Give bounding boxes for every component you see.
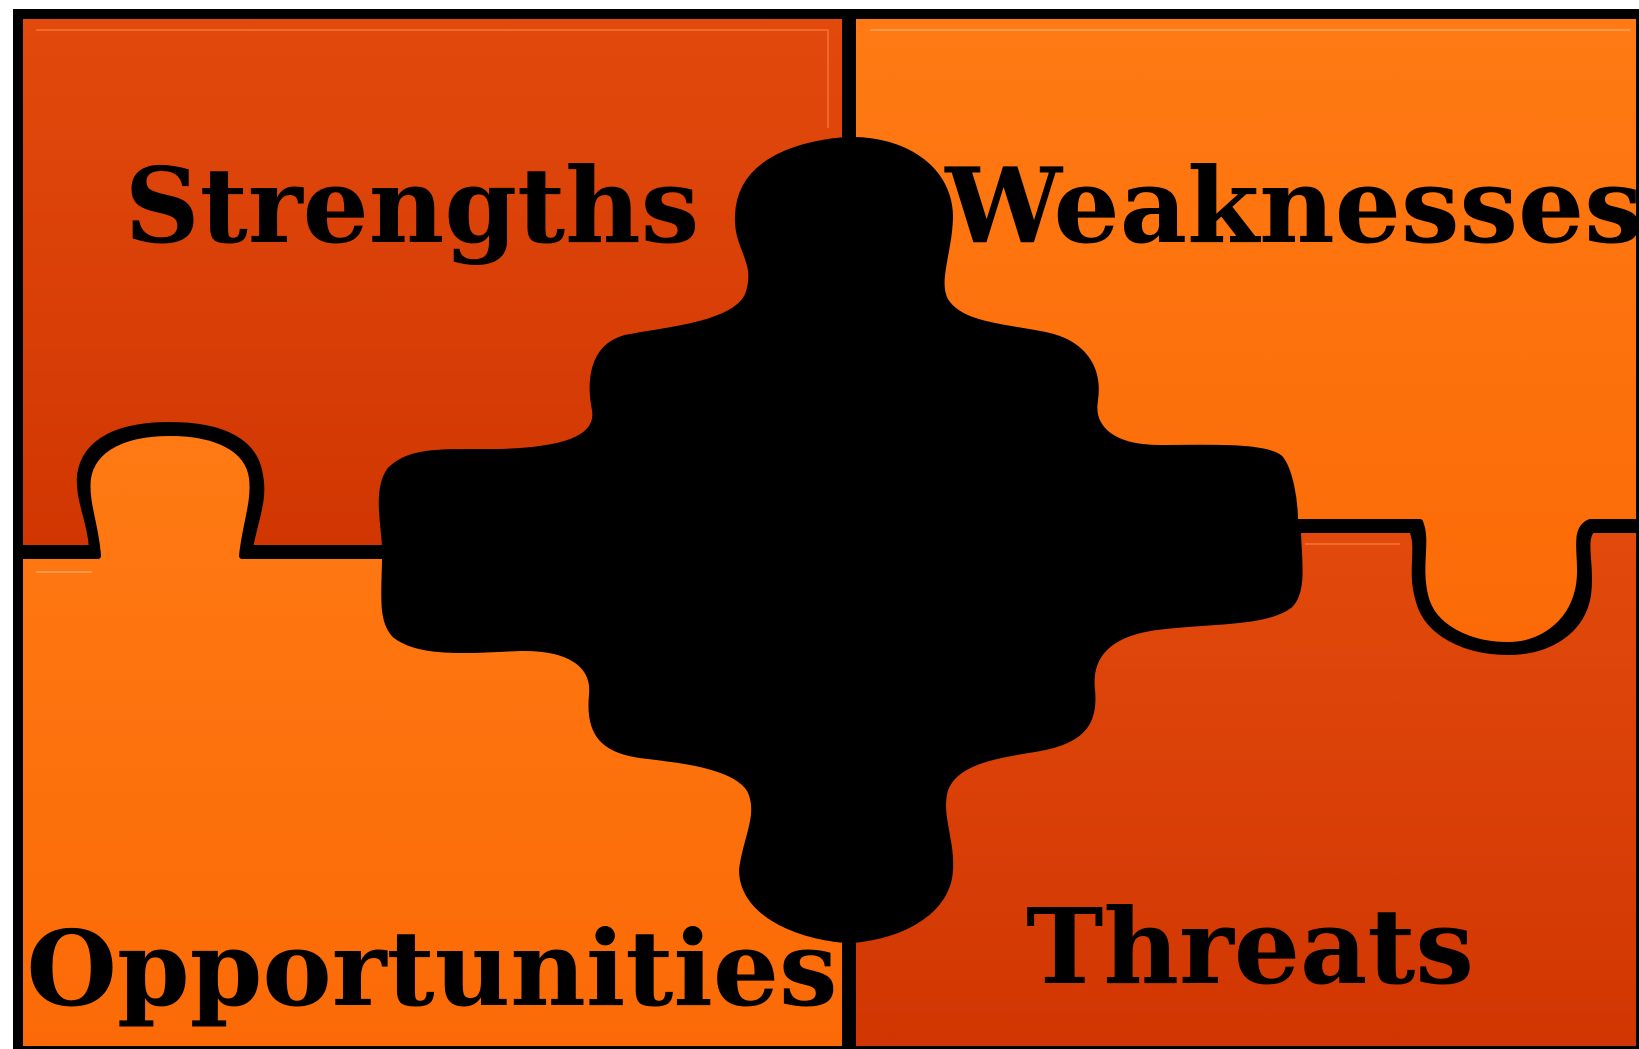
strengths-inner-bevel [36,29,829,128]
strengths-label: Strengths [125,144,700,267]
opportunities-label: Opportunities [26,907,837,1030]
opportunities-shape [17,430,848,1049]
opportunities-piece: Opportunities [17,430,848,1049]
strengths-shape [17,13,848,551]
weaknesses-label: Weaknesses [944,144,1639,267]
threats-shape [850,527,1639,1049]
weaknesses-piece: Weaknesses [850,13,1639,648]
threats-label: Threats [1026,885,1474,1008]
weaknesses-shape [850,13,1639,648]
threats-piece: Threats [850,527,1639,1049]
strengths-piece: Strengths [17,13,848,551]
